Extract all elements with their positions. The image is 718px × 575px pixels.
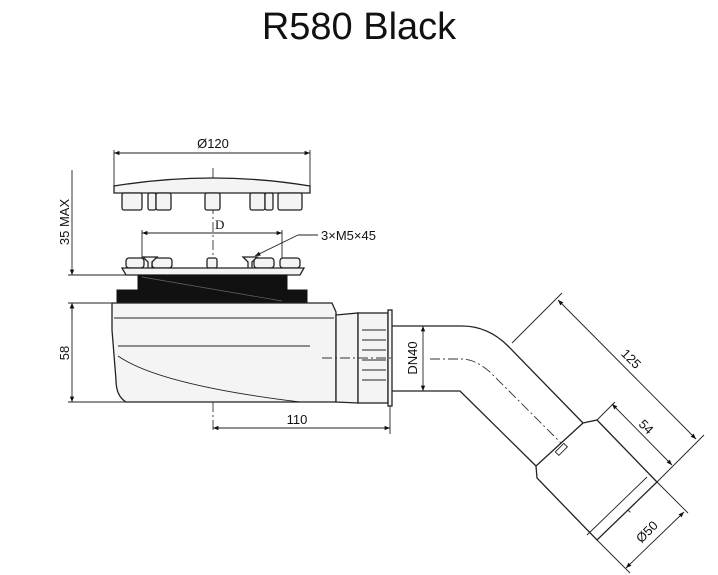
body-height-label: 58 [57, 346, 72, 360]
outlet-offset-label: 110 [287, 412, 308, 427]
socket-length-dimension [611, 403, 673, 466]
height-adjust-label: 35 MAX [57, 199, 72, 246]
drawing-title: R580 Black [261, 6, 457, 48]
socket-length-label: 54 [636, 416, 657, 437]
cap-diameter-label: Ø120 [197, 136, 229, 151]
trap-body [111, 302, 359, 404]
bolt-circle-label: D [215, 217, 224, 232]
socket-diameter-dimension [625, 511, 685, 569]
pipe-length-label: 125 [618, 346, 644, 372]
outlet-pipe [392, 325, 658, 541]
screws-label: 3×M5×45 [321, 228, 376, 243]
flange-plate [120, 256, 306, 276]
socket-diameter-label: Ø50 [633, 518, 661, 546]
drain-cap [113, 177, 311, 211]
pipe-length-dimension [557, 299, 697, 440]
outlet-size-label: DN40 [405, 341, 420, 374]
black-gasket [116, 274, 308, 304]
